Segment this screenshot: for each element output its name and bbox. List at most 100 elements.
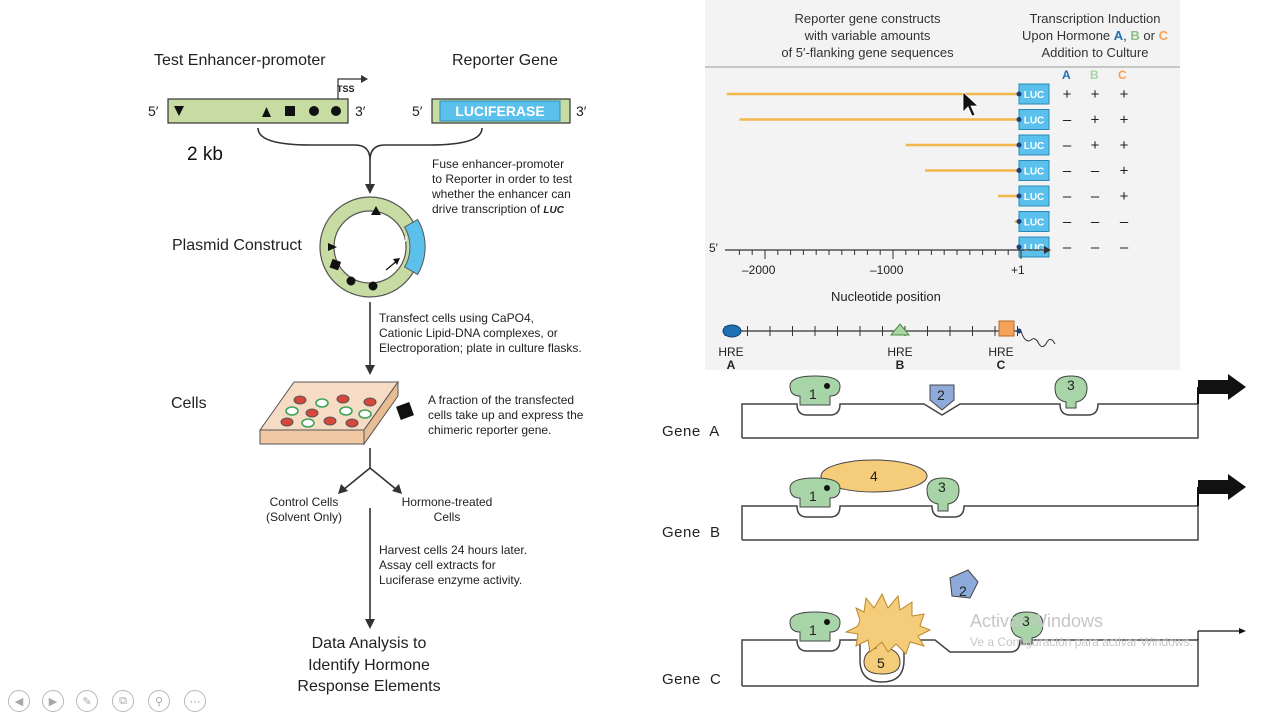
luc-joint-3 <box>1016 142 1022 148</box>
arrow-to-cells <box>365 365 375 375</box>
square-marker <box>285 106 295 116</box>
plasmid-luc-segment <box>403 218 426 276</box>
fraction-description: A fraction of the transfected cells take… <box>428 393 584 437</box>
flask-cap <box>396 402 414 420</box>
control-cells-label: Control Cells (Solvent Only) <box>265 495 343 524</box>
luciferase-box <box>439 100 561 122</box>
harvest-description: Harvest cells 24 hours later. Assay cell… <box>379 543 528 587</box>
induction-header: Transcription Induction Upon Hormone A, … <box>1022 11 1168 60</box>
play-icon[interactable]: ▶ <box>42 690 64 712</box>
gene-a-transcription-arrow <box>1198 374 1246 400</box>
induction-mark-1-a: + <box>1063 86 1072 103</box>
data-analysis-label: Data Analysis to Identify Hormone Respon… <box>297 635 441 695</box>
factor-2-label-a: 2 <box>937 387 945 403</box>
induction-mark-2-a: – <box>1063 112 1072 129</box>
luc-joint-4 <box>1016 168 1022 173</box>
luc-joint-1 <box>1016 91 1022 97</box>
factor-2-gene-c <box>949 569 979 599</box>
back-icon[interactable]: ◀ <box>8 690 30 712</box>
induction-mark-5-a: – <box>1063 188 1072 205</box>
gene-b-backbone <box>741 505 1199 541</box>
col-label-a: A <box>1062 68 1071 82</box>
left-diagram-graphics <box>167 75 571 629</box>
hre-a-ellipse <box>722 324 742 338</box>
induction-mark-5-c: + <box>1120 188 1129 205</box>
circle-marker-2 <box>331 106 341 116</box>
tss-label: TSS <box>337 84 355 94</box>
factor-5-label-c: 5 <box>877 655 885 671</box>
arrow-to-analysis <box>365 619 375 629</box>
cells-label: Cells <box>171 395 207 412</box>
factor-2-label-c: 2 <box>959 583 967 599</box>
luc-joint-7 <box>1016 244 1022 250</box>
constructs-header: Reporter gene constructs with variable a… <box>781 11 954 60</box>
luc-label-4: LUC <box>1024 167 1045 178</box>
induction-mark-7-b: – <box>1091 239 1100 256</box>
axis-tick-plus1: +1 <box>1011 263 1025 277</box>
gene-a-backbone <box>741 403 1199 439</box>
pen-icon[interactable]: ✎ <box>76 690 98 712</box>
five-prime-label-1: 5′ <box>148 103 159 119</box>
induction-mark-5-b: – <box>1091 188 1100 205</box>
luc-label-2: LUC <box>1024 116 1045 127</box>
induction-mark-2-b: + <box>1091 112 1100 129</box>
reporter-gene-title: Reporter Gene <box>452 52 558 69</box>
induction-mark-4-a: – <box>1063 163 1072 180</box>
luc-joint-5 <box>1016 193 1022 199</box>
luc-label-1: LUC <box>1024 90 1045 101</box>
triangle-down-marker <box>174 106 184 116</box>
gene-diagrams-graphic <box>741 374 1246 687</box>
induction-mark-2-c: + <box>1120 112 1129 129</box>
factor-3-gene-c <box>1010 611 1044 645</box>
luc-label-6: LUC <box>1024 218 1045 229</box>
col-label-c: C <box>1118 68 1127 82</box>
gene-b-label: Gene B <box>662 524 721 541</box>
triangle-up-marker <box>262 107 271 117</box>
hre-b-triangle <box>889 323 911 336</box>
five-prime-label-2: 5′ <box>412 103 423 119</box>
hormone-cells-label: Hormone-treated Cells <box>401 495 493 524</box>
axis-arrowhead <box>1044 246 1051 254</box>
factor-3-label-b: 3 <box>938 479 946 495</box>
mouse-cursor-icon <box>962 91 980 117</box>
axis-tick-2000: –2000 <box>742 263 776 277</box>
factor-3-gene-a <box>1054 375 1088 409</box>
factor-2-gene-a <box>929 384 955 411</box>
induction-mark-1-b: + <box>1091 86 1100 103</box>
gene-a-label: Gene A <box>662 423 720 440</box>
col-label-b: B <box>1090 68 1099 82</box>
transfect-description: Transfect cells using CaPO4, Cationic Li… <box>379 311 582 355</box>
induction-mark-7-c: – <box>1120 239 1129 256</box>
hre-transcript-squiggle <box>1020 330 1056 348</box>
zoom-icon[interactable]: ⚲ <box>148 690 170 712</box>
induction-mark-6-c: – <box>1120 214 1129 231</box>
gene-b-transcription-arrow <box>1198 474 1246 500</box>
gene-c-label: Gene C <box>662 671 722 688</box>
induction-mark-1-c: + <box>1120 86 1129 103</box>
arrow-to-plasmid <box>365 184 375 194</box>
induction-mark-4-c: + <box>1120 163 1129 180</box>
circle-marker-1 <box>309 106 319 116</box>
factor-1-label-c: 1 <box>809 622 817 638</box>
tss-arrow <box>337 78 364 99</box>
factor-3-label-c: 3 <box>1022 613 1030 629</box>
induction-mark-3-c: + <box>1120 137 1129 154</box>
factor-5-gene-c <box>863 633 901 675</box>
three-prime-label-2: 3′ <box>576 103 587 119</box>
copy-icon[interactable]: ⧉ <box>112 690 134 712</box>
induction-mark-4-b: – <box>1091 163 1100 180</box>
more-icon[interactable]: ⋯ <box>184 690 206 712</box>
luciferase-label: LUCIFERASE <box>455 103 545 119</box>
factor-1-label-b: 1 <box>809 488 817 504</box>
fuse-brace <box>257 127 483 161</box>
constructs-graphic: LUC+++LUC–++LUC–++LUC––+LUC––+LUC–––LUC–… <box>705 66 1180 348</box>
factor-3-label-a: 3 <box>1067 377 1075 393</box>
enhancer-promoter-bar <box>167 98 349 124</box>
luc-joint-2 <box>1016 117 1022 122</box>
factor-3-gene-b <box>926 477 960 512</box>
induction-mark-7-a: – <box>1063 239 1072 256</box>
luc-label-7: LUC <box>1024 243 1045 254</box>
